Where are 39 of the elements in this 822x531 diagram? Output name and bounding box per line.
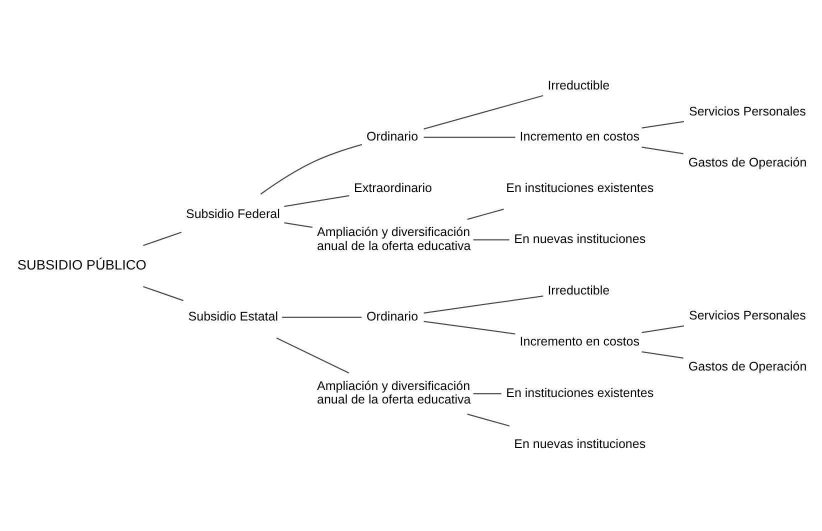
node-text: Extraordinario <box>354 180 432 195</box>
node-text: Gastos de Operación <box>688 360 807 374</box>
node-text: Ordinario <box>366 130 418 144</box>
node-text: Irreductible <box>548 283 610 298</box>
connector <box>467 208 504 220</box>
node-text: En instituciones existentes <box>506 180 654 195</box>
node-text: En instituciones existentes <box>506 386 654 400</box>
node-text: Ampliación y diversificación anual de la oferta educativa <box>317 225 471 253</box>
node-text: En nuevas instituciones <box>514 437 646 452</box>
node-text: SUBSIDIO PÚBLICO <box>17 258 146 273</box>
node-text: Irreductible <box>548 78 610 92</box>
node-text: Servicios Personales <box>688 308 806 322</box>
connector <box>284 195 350 207</box>
connector <box>143 232 182 246</box>
connector <box>642 121 684 128</box>
node-text: Incremento en costos <box>520 130 640 144</box>
connector <box>143 286 184 302</box>
connector <box>282 316 362 318</box>
node-text: Subsidio Estatal <box>188 310 278 324</box>
connector <box>284 222 312 228</box>
connector <box>642 351 684 359</box>
node-text: Gastos de Operación <box>688 156 807 170</box>
node-text: En nuevas instituciones <box>514 232 646 246</box>
connector <box>276 337 350 374</box>
connector <box>642 146 684 154</box>
node-text: Incremento en costos <box>520 334 640 349</box>
connector <box>473 239 510 240</box>
connector <box>424 320 516 334</box>
connector <box>473 393 502 394</box>
connector <box>424 136 516 138</box>
node-text: Ordinario <box>366 310 418 324</box>
node-text: Subsidio Federal <box>186 206 280 221</box>
connector <box>424 95 544 130</box>
connector <box>260 144 362 195</box>
node-text: Ampliación y diversificación anual de la oferta educativa <box>317 379 471 407</box>
connector <box>424 295 544 314</box>
node-text: Servicios Personales <box>688 104 806 118</box>
connector <box>642 325 684 334</box>
connector <box>467 414 510 426</box>
